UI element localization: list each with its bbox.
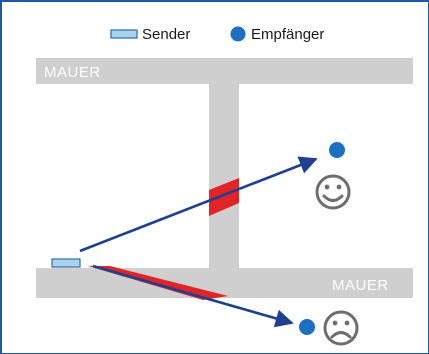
- signal-path-lower: [92, 264, 294, 328]
- receiver-upper: [329, 142, 345, 158]
- vertical-wall: [209, 84, 239, 268]
- smiley-face-icon: [315, 174, 351, 210]
- top-wall-label: MAUER: [44, 64, 101, 81]
- signal-path-upper: [79, 156, 318, 253]
- attenuation-zone-vertical-wall: [209, 178, 239, 216]
- receiver-legend-icon: [230, 26, 246, 42]
- signal-paths: [79, 156, 318, 328]
- bottom-wall: [36, 268, 413, 298]
- receiver-lower: [299, 319, 315, 335]
- legend: Sender Empfänger: [110, 26, 324, 43]
- sad-face-icon: [323, 310, 359, 346]
- sender-legend-icon: [110, 29, 138, 39]
- sender: [51, 258, 81, 268]
- walls: MAUER MAUER: [36, 58, 413, 298]
- bottom-wall-label: MAUER: [332, 277, 389, 294]
- sender-legend-label: Sender: [142, 26, 190, 43]
- receiver-legend-label: Empfänger: [251, 26, 324, 43]
- top-wall: [36, 58, 413, 84]
